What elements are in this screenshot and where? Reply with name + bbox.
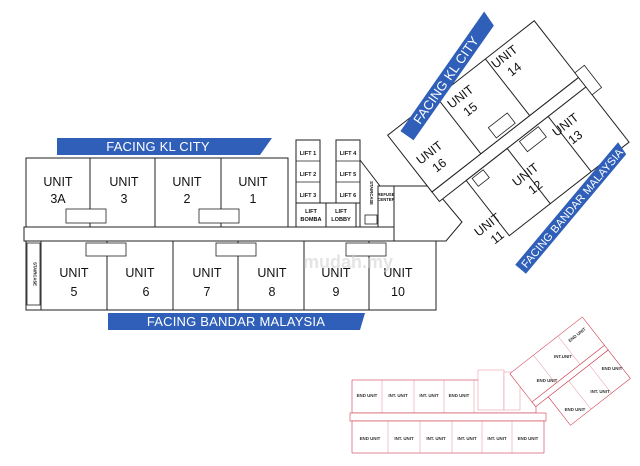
minimap	[349, 316, 631, 454]
lift-4-label: LIFT 4	[340, 151, 357, 157]
lift-1-label: LIFT 1	[300, 151, 316, 157]
left-wing: STAIRCASE	[23, 157, 447, 311]
svg-text:FACING BANDAR MALAYSIA: FACING BANDAR MALAYSIA	[147, 314, 325, 329]
minimap-label: INT. UNIT	[388, 393, 408, 398]
minimap-label: INT. UNIT	[394, 436, 414, 441]
banner-bandar-bottom: FACING BANDAR MALAYSIA	[108, 313, 365, 330]
corridor	[23, 226, 447, 242]
notch	[198, 208, 240, 224]
banner-kl-city-left: FACING KL CITY	[57, 138, 272, 155]
lift-3-label: LIFT 3	[300, 193, 316, 199]
core-staircase-label: STAIRCASE	[369, 181, 374, 205]
lift-lobby	[325, 202, 357, 228]
lift-bomba	[295, 202, 327, 228]
lift-5-label: LIFT 5	[340, 172, 356, 178]
lift-core	[295, 139, 395, 228]
diagonal-wing	[386, 20, 630, 242]
notch	[85, 242, 127, 257]
left-staircase	[26, 242, 41, 306]
left-staircase-label: STAIRCASE	[33, 262, 38, 286]
notch	[345, 242, 387, 257]
svg-text:FACING KL CITY: FACING KL CITY	[106, 139, 210, 154]
minimap-label: END UNIT	[449, 393, 470, 398]
minimap-label: INT.UNIT	[554, 354, 572, 359]
minimap-label: END UNIT	[360, 436, 381, 441]
minimap-label: INT. UNIT	[426, 436, 446, 441]
lower-row-outline	[465, 86, 630, 237]
minimap-label: INT. UNIT	[487, 436, 507, 441]
lift-6-label: LIFT 6	[340, 193, 356, 199]
minimap-label: END UNIT	[537, 378, 558, 383]
minimap-label: END UNIT	[565, 407, 586, 412]
minimap-label: INT. UNIT	[419, 393, 439, 398]
notch	[65, 208, 107, 224]
notch	[215, 242, 257, 257]
minimap-label: END UNIT	[357, 393, 378, 398]
wing-connector	[393, 185, 463, 242]
minimap-label: INT. UNIT	[590, 389, 610, 394]
minimap-label: END UNIT	[602, 366, 623, 371]
watermark-text: mudah.my	[303, 252, 393, 272]
minimap-label: END UNIT	[518, 436, 539, 441]
lift-2-label: LIFT 2	[300, 172, 316, 178]
minimap-label: INT. UNIT	[457, 436, 477, 441]
